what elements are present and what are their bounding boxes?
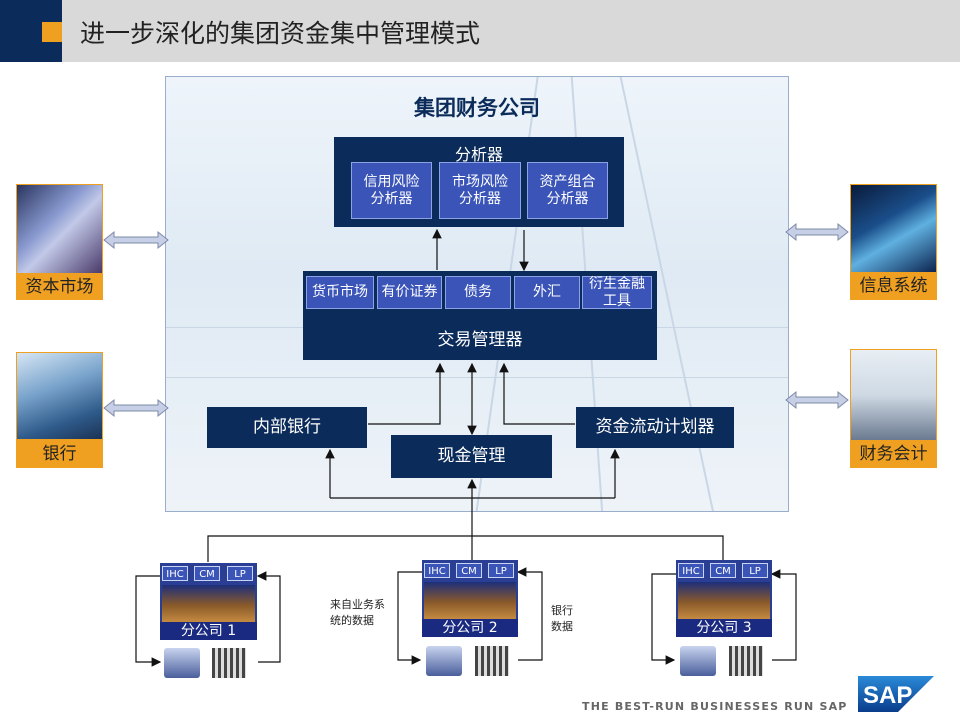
sap-logo: SAP — [858, 676, 934, 712]
cash-management-box[interactable]: 现金管理 — [391, 435, 552, 478]
sub1-loop — [135, 571, 281, 667]
double-arrow-bank — [103, 398, 169, 418]
building-image — [678, 582, 770, 619]
cash-flow-planner-box[interactable]: 资金流动计划器 — [576, 407, 734, 448]
bank-label: 银行 — [16, 440, 103, 468]
note-bank-data: 银行 数据 — [551, 604, 573, 633]
arrow-planner-to-trade — [499, 362, 575, 425]
credit-risk-analyzer[interactable]: 信用风险 分析器 — [351, 162, 432, 219]
cm-chip: CM — [456, 563, 482, 578]
double-arrow-capital-market — [103, 230, 169, 250]
cm-chip: CM — [710, 563, 736, 578]
truck-icon — [426, 646, 462, 676]
subsidiary-tree — [207, 535, 724, 562]
footer-tagline: THE BEST-RUN BUSINESSES RUN SAP — [582, 700, 848, 713]
money-market-button[interactable]: 货币市场 — [306, 276, 374, 309]
building-image — [162, 585, 255, 622]
ihc-chip: IHC — [678, 563, 704, 578]
bank-building-icon — [212, 648, 246, 678]
bank-building-icon — [475, 646, 509, 676]
double-arrow-info-system — [785, 222, 849, 242]
securities-button[interactable]: 有价证券 — [377, 276, 442, 309]
sub2-loop — [397, 567, 543, 665]
lp-chip: LP — [227, 566, 253, 581]
internal-bank-box[interactable]: 内部银行 — [207, 407, 367, 448]
lp-chip: LP — [488, 563, 514, 578]
debt-button[interactable]: 债务 — [445, 276, 511, 309]
market-risk-analyzer[interactable]: 市场风险 分析器 — [439, 162, 521, 219]
header-bar — [0, 0, 960, 62]
sap-logo-text: SAP — [863, 682, 912, 709]
subsidiary-3[interactable]: IHC CM LP 分公司 3 — [676, 560, 772, 637]
building-image — [424, 582, 516, 619]
subsidiary-label: 分公司 2 — [422, 619, 518, 637]
accounting-label: 财务会计 — [850, 441, 937, 468]
analyzer-title: 分析器 — [454, 145, 503, 164]
info-system-image — [850, 184, 937, 273]
truck-icon — [680, 646, 716, 676]
capital-market-image — [16, 184, 103, 274]
portfolio-analyzer[interactable]: 资产组合 分析器 — [527, 162, 608, 219]
forex-button[interactable]: 外汇 — [514, 276, 580, 309]
subsidiary-label: 分公司 3 — [676, 619, 772, 637]
subsidiary-1[interactable]: IHC CM LP 分公司 1 — [160, 563, 257, 640]
accounting-image — [850, 349, 937, 441]
bank-building-icon — [729, 646, 763, 676]
sub3-loop — [651, 569, 797, 665]
ihc-chip: IHC — [162, 566, 188, 581]
arrow-bank-to-trade — [368, 362, 445, 425]
double-arrow-accounting — [785, 390, 849, 410]
ihc-chip: IHC — [424, 563, 450, 578]
header-bullet-icon — [42, 22, 62, 42]
info-system-label: 信息系统 — [850, 273, 937, 300]
trade-manager-title: 交易管理器 — [437, 330, 523, 350]
truck-icon — [164, 648, 200, 678]
note-business-data: 来自业务系 统的数据 — [330, 598, 385, 627]
bank-image — [16, 352, 103, 440]
cm-chip: CM — [194, 566, 220, 581]
lp-chip: LP — [742, 563, 768, 578]
subsidiary-2[interactable]: IHC CM LP 分公司 2 — [422, 560, 518, 637]
page-title: 进一步深化的集团资金集中管理模式 — [80, 19, 481, 48]
subsidiary-label: 分公司 1 — [160, 622, 257, 640]
capital-market-label: 资本市场 — [16, 274, 103, 300]
panel-title: 集团财务公司 — [414, 96, 540, 120]
derivatives-button[interactable]: 衍生金融 工具 — [582, 276, 652, 309]
